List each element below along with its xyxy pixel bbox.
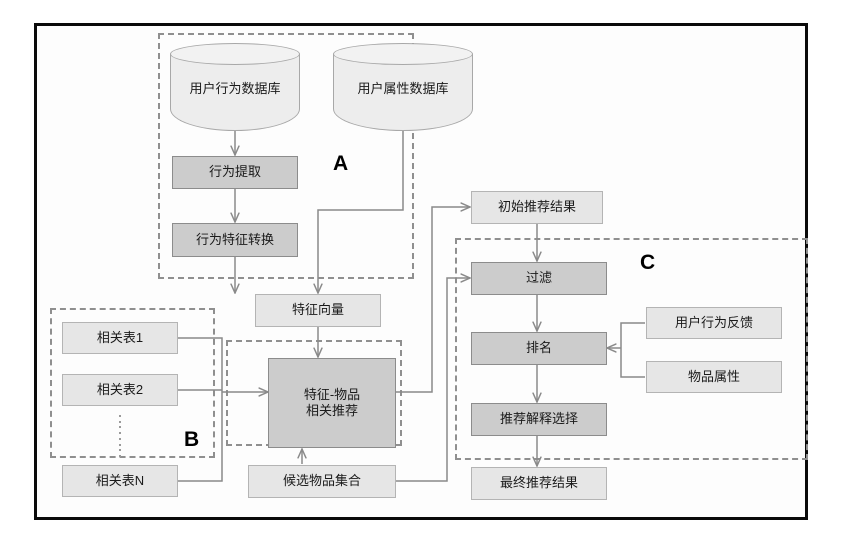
datastore-label: 用户行为数据库	[189, 80, 281, 96]
node-label: 用户行为反馈	[674, 314, 753, 330]
node-candidate-item-set[interactable]: 候选物品集合	[248, 465, 396, 498]
node-label: 相关表1	[96, 329, 144, 345]
node-label: 物品属性	[687, 368, 740, 384]
node-behavior-feature-transform[interactable]: 行为特征转换	[172, 223, 298, 257]
node-initial-recommend-result[interactable]: 初始推荐结果	[471, 191, 603, 224]
group-a-boundary	[158, 33, 414, 279]
node-ranking[interactable]: 排名	[471, 332, 607, 365]
node-label: 候选物品集合	[282, 473, 361, 489]
node-final-recommend-result[interactable]: 最终推荐结果	[471, 467, 607, 500]
group-label-c-text: C	[640, 251, 656, 274]
node-label: 初始推荐结果	[497, 199, 576, 215]
node-label: 相关表2	[96, 381, 144, 397]
node-label: 行为特征转换	[195, 231, 274, 247]
group-label-c: C	[640, 251, 655, 275]
node-related-table-n[interactable]: 相关表N	[62, 465, 178, 497]
group-label-a: A	[333, 152, 348, 176]
node-label: 最终推荐结果	[499, 475, 578, 491]
group-label-b: B	[184, 428, 199, 452]
datastore-label: 用户属性数据库	[357, 80, 449, 96]
datastore-user-attribute-db[interactable]: 用户属性数据库	[333, 43, 473, 131]
cylinder-top	[333, 43, 473, 65]
datastore-user-behavior-db[interactable]: 用户行为数据库	[170, 43, 300, 131]
vertical-ellipsis-icon	[119, 415, 121, 457]
node-filter[interactable]: 过滤	[471, 262, 607, 295]
cylinder-top	[170, 43, 300, 65]
node-feature-item-recommend[interactable]: 特征-物品 相关推荐	[268, 358, 396, 448]
node-label: 推荐解释选择	[499, 411, 578, 427]
node-explanation-selection[interactable]: 推荐解释选择	[471, 403, 607, 436]
cylinder-body	[170, 54, 300, 131]
group-label-b-text: B	[184, 428, 200, 451]
node-related-table-2[interactable]: 相关表2	[62, 374, 178, 406]
node-feature-vector[interactable]: 特征向量	[255, 294, 381, 327]
node-label: 相关表N	[95, 472, 145, 488]
cylinder-body	[333, 54, 473, 131]
node-user-behavior-feedback[interactable]: 用户行为反馈	[646, 307, 782, 339]
node-item-attributes[interactable]: 物品属性	[646, 361, 782, 393]
node-related-table-1[interactable]: 相关表1	[62, 322, 178, 354]
node-behavior-extraction[interactable]: 行为提取	[172, 156, 298, 189]
node-label: 特征向量	[291, 302, 344, 318]
node-label: 排名	[525, 340, 552, 356]
group-label-a-text: A	[333, 152, 349, 175]
node-label: 过滤	[525, 270, 552, 286]
node-label: 行为提取	[208, 164, 261, 180]
node-label: 特征-物品 相关推荐	[303, 386, 361, 418]
